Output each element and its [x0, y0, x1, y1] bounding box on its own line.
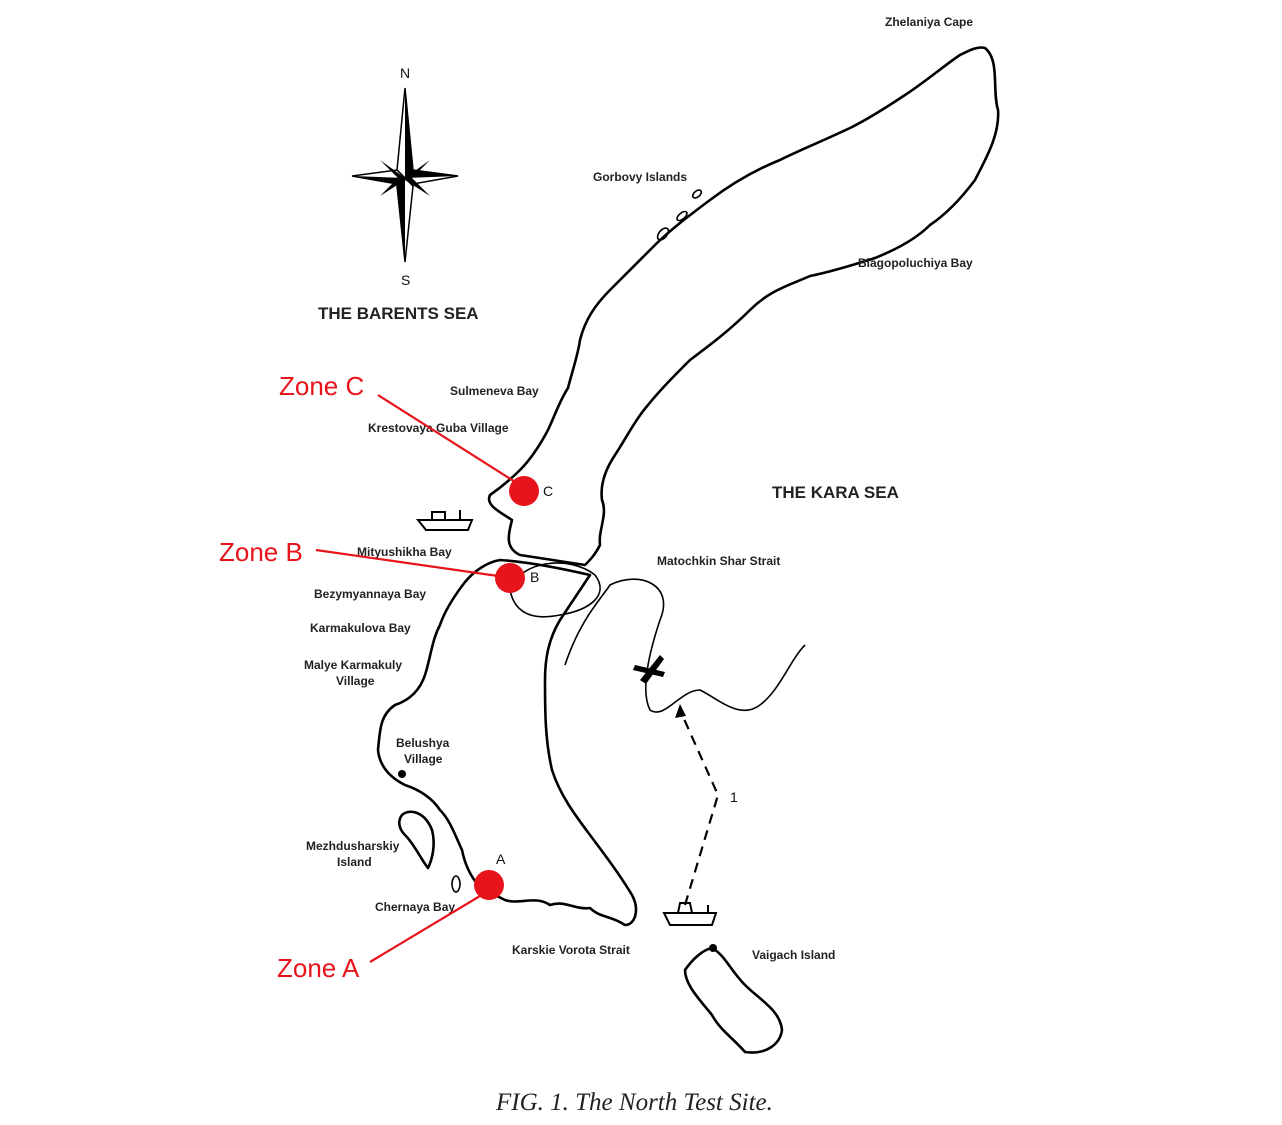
zone-c-marker: [509, 476, 539, 506]
zone-b-contour: [509, 562, 601, 618]
compass-rose-icon: [351, 87, 459, 263]
label-vaigach-island: Vaigach Island: [752, 948, 835, 962]
zone-a-marker: [474, 870, 504, 900]
label-bezymyannaya-bay: Bezymyannaya Bay: [314, 587, 426, 601]
zone-b-label: Zone B: [219, 537, 303, 567]
label-belushya-village: Village: [404, 752, 443, 766]
label-kara-sea: THE KARA SEA: [772, 483, 899, 502]
label-malye-karmakuly: Malye Karmakuly: [304, 658, 402, 672]
point-c-label: C: [543, 483, 553, 499]
southern-island-coastline: [376, 558, 638, 927]
airplane-icon: [633, 655, 665, 684]
zone-b-leader-line: [315, 548, 506, 579]
zone-a-leader-line: [369, 892, 486, 963]
route-number-label: 1: [730, 789, 738, 805]
ship-icon: [662, 902, 718, 926]
label-sulmeneva-bay: Sulmeneva Bay: [450, 384, 539, 398]
label-belushya: Belushya: [396, 736, 450, 750]
route-line: [678, 709, 720, 906]
northern-island-coastline: [487, 46, 1000, 567]
ship-icon: [415, 510, 474, 531]
flight-path: [564, 578, 806, 713]
label-mityushikha-bay: Mityushikha Bay: [357, 545, 452, 559]
zone-c-leader-line: [377, 394, 521, 486]
label-zhelaniya-cape: Zhelaniya Cape: [885, 15, 973, 29]
label-barents-sea: THE BARENTS SEA: [318, 304, 479, 323]
zone-a-label: Zone A: [277, 953, 360, 983]
mezhdusharsky-island-shape: [398, 810, 435, 870]
label-chernaya-bay: Chernaya Bay: [375, 900, 455, 914]
compass-north-label: N: [400, 65, 410, 81]
point-b-label: B: [530, 569, 539, 585]
figure-caption: FIG. 1. The North Test Site.: [495, 1089, 773, 1116]
label-mezhdusharsky: Mezhdusharskiy: [306, 839, 400, 853]
point-a-label: A: [496, 851, 506, 867]
label-gorbovy-islands: Gorbovy Islands: [593, 170, 687, 184]
label-karskie-vorota: Karskie Vorota Strait: [512, 943, 630, 957]
belushya-village-dot: [398, 770, 406, 778]
label-matochkin-shar: Matochkin Shar Strait: [657, 554, 780, 568]
zone-c-label: Zone C: [279, 371, 364, 401]
compass-south-label: S: [401, 272, 410, 288]
label-blagopoluchiya-bay: Blagopoluchiya Bay: [858, 256, 973, 270]
zone-b-marker: [495, 563, 525, 593]
vaigach-island-shape: [683, 946, 784, 1054]
label-malye-karmakuly-village: Village: [336, 674, 375, 688]
label-krestovaya-guba: Krestovaya Guba Village: [368, 421, 509, 435]
label-karmakulova-bay: Karmakulova Bay: [310, 621, 411, 635]
label-mezhdusharsky-island: Island: [337, 855, 372, 869]
